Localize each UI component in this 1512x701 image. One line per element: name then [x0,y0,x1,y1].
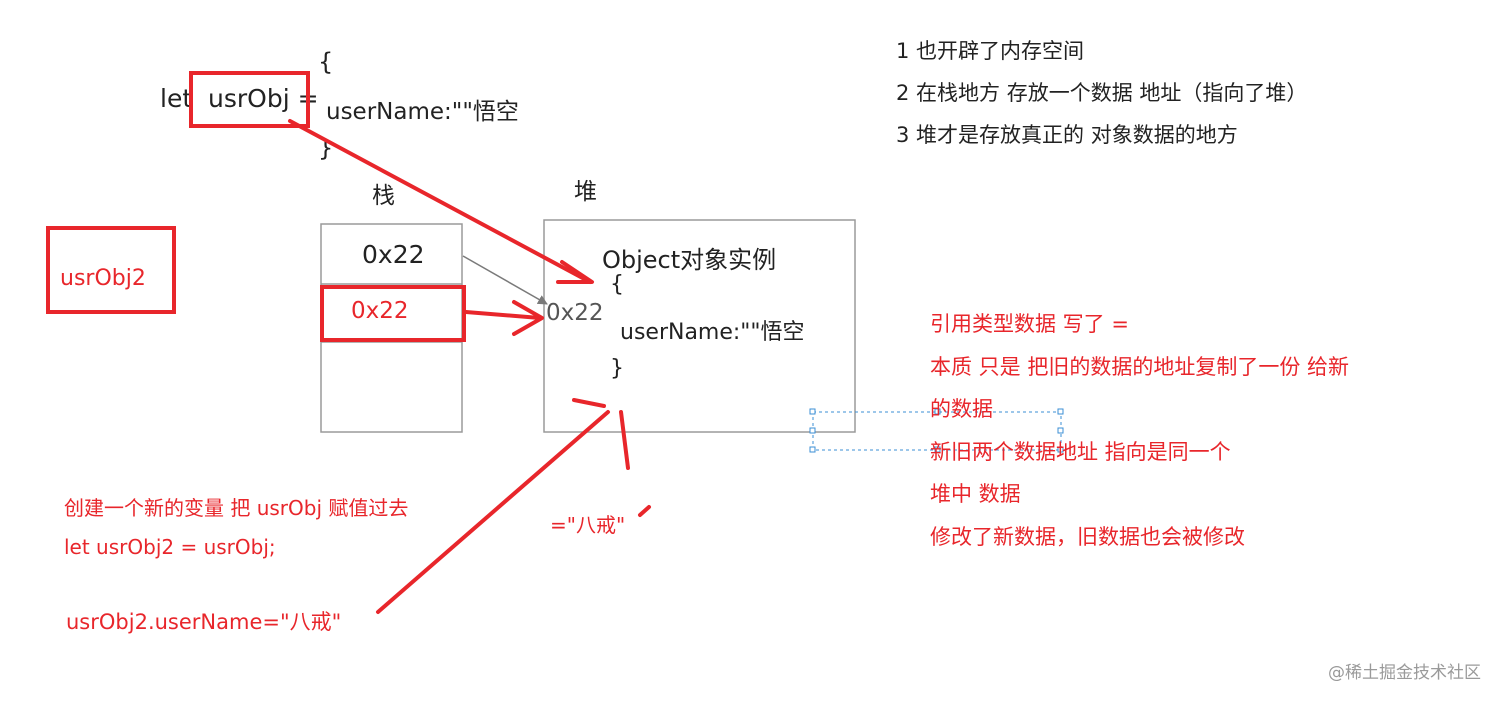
reference-note-line: 修改了新数据，旧数据也会被修改 [930,524,1245,549]
stack-to-heap-arrow [462,255,548,305]
assign-username-code: usrObj2.userName="八戒" [66,610,342,634]
heap-address: 0x22 [546,300,604,326]
reference-notes: 引用类型数据 写了 = 本质 只是 把旧的数据的地址复制了一份 给新 的数据 新… [930,303,1349,558]
note-item: 2 在栈地方 存放一个数据 地址（指向了堆） [896,81,1308,105]
reference-note-line: 新旧两个数据地址 指向是同一个 [930,439,1231,464]
memory-notes: 1 也开辟了内存空间 2 在栈地方 存放一个数据 地址（指向了堆） 3 堆才是存… [896,30,1307,156]
code-let-keyword: let [160,84,193,113]
stack-box [320,223,463,433]
stack-addr2-highlight-box [320,285,466,342]
selection-handles [809,408,1064,453]
watermark: @稀土掘金技术社区 [1328,663,1481,683]
heap-object-title: Object对象实例 [602,246,777,274]
reference-note-line: 的数据 [930,397,993,421]
code-open-brace: { [318,48,334,76]
usrobj-highlight-box [189,71,310,128]
bajie-value-text: ="八戒" [550,513,626,537]
red-vertical-stroke [619,410,630,470]
heap-open-brace: { [610,272,624,297]
stack-address-2: 0x22 [351,298,409,324]
stack-address-1: 0x22 [362,240,425,269]
heap-close-brace: } [610,356,624,381]
heap-label: 堆 [574,179,597,205]
code-username-field: userName:""悟空 [326,99,519,125]
heap-box [543,219,856,433]
heap-username-field: userName:""悟空 [620,320,805,345]
reference-note-line: 本质 只是 把旧的数据的地址复制了一份 给新 [930,354,1350,379]
note-item: 3 堆才是存放真正的 对象数据的地方 [896,123,1238,147]
usrobj2-box [46,226,176,314]
create-variable-text: 创建一个新的变量 把 usrObj 赋值过去 [64,496,409,520]
red-tick-mark [572,398,606,408]
code-variable-name: usrObj [208,84,290,113]
addr2-to-heap-arrow [464,300,544,336]
usrobj-to-heap-arrow [288,119,594,284]
reference-note-line: 堆中 数据 [930,482,1021,506]
usrobj2-label: usrObj2 [60,266,146,291]
reference-note-line: 引用类型数据 写了 = [930,312,1129,336]
stack-label: 栈 [372,183,395,209]
assignment-to-heap-stroke [376,410,610,614]
red-hook-mark [638,505,651,517]
create-variable-code: let usrObj2 = usrObj; [64,535,276,559]
note-item: 1 也开辟了内存空间 [896,39,1085,63]
